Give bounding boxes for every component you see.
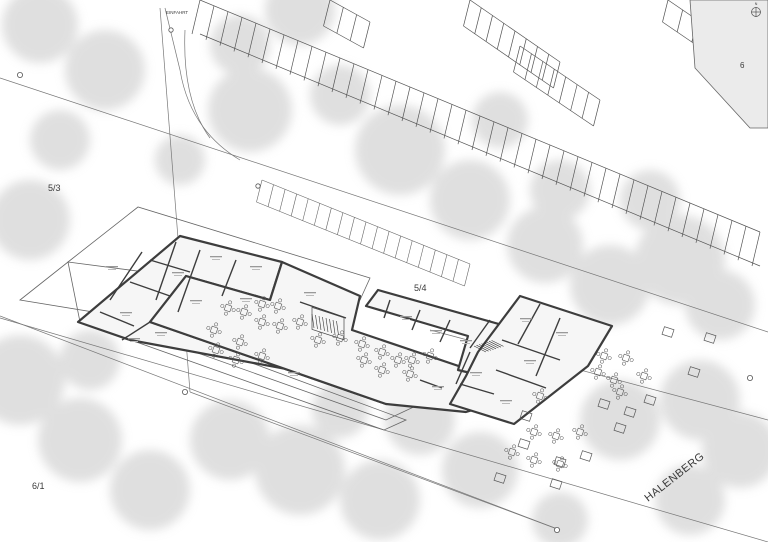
outdoor-squares <box>493 326 717 490</box>
tree-icon <box>312 382 368 438</box>
tree-icon <box>655 465 725 535</box>
north-arrow-icon: N <box>751 2 761 17</box>
tree-icon <box>472 92 528 148</box>
parking-row-north <box>191 0 761 267</box>
tree-icon <box>620 170 680 230</box>
room-labels <box>106 256 568 404</box>
tree-icon <box>507 207 583 283</box>
tree-icon <box>570 245 650 325</box>
tree-icon <box>580 380 660 460</box>
tree-icon <box>0 335 65 425</box>
table-set-icon <box>633 365 655 387</box>
tree-icon <box>340 460 420 540</box>
tree-icon <box>65 30 145 110</box>
table-set-icon <box>523 449 545 471</box>
table-set-icon <box>615 347 637 369</box>
tree-icon <box>0 180 70 260</box>
north-label: N <box>755 2 758 6</box>
tree-icon <box>442 432 518 508</box>
tree-icon <box>685 270 755 340</box>
parking-row-center <box>256 179 471 287</box>
tree-icon <box>2 0 78 63</box>
table-set-icon <box>523 421 545 443</box>
tree-icon <box>355 105 445 195</box>
tree-icon <box>60 330 120 390</box>
tree-icon <box>530 160 590 220</box>
tree-icon <box>30 110 90 170</box>
neighbour-building <box>689 0 768 129</box>
tree-icon <box>190 400 270 480</box>
tree-icon <box>265 0 335 45</box>
plot-label-5-3: 5/3 <box>48 183 61 193</box>
plot-label-5-4: 5/4 <box>414 283 427 293</box>
tree-icon <box>38 398 122 482</box>
stair-core <box>311 313 504 353</box>
tree-icon <box>208 68 292 152</box>
tree-icon <box>702 412 768 488</box>
tree-icon <box>310 65 370 125</box>
plot-label-6: 6 <box>740 61 745 70</box>
entrance-label: EINFAHRT <box>166 10 188 15</box>
tree-icon <box>155 135 205 185</box>
tree-icon <box>255 425 345 515</box>
tree-icon <box>430 160 510 240</box>
table-set-icon <box>587 361 609 383</box>
tree-icon <box>110 450 190 530</box>
tree-icon <box>210 15 270 75</box>
table-set-icon <box>549 453 571 475</box>
table-set-icon <box>545 425 567 447</box>
tree-icon <box>532 492 588 542</box>
plot-label-6-1: 6/1 <box>32 481 45 491</box>
